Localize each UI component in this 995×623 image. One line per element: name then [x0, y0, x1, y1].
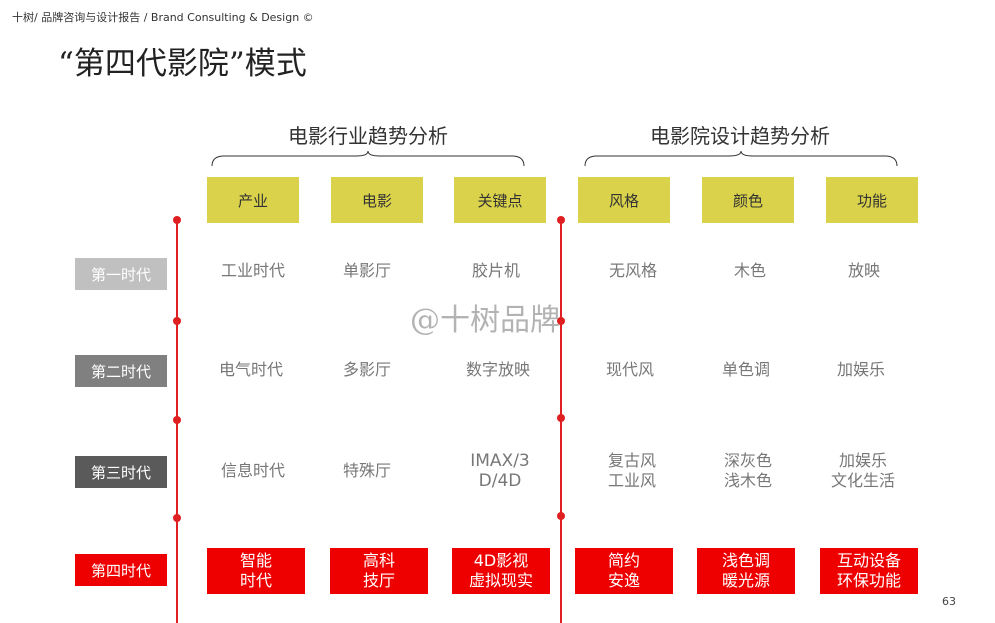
- timeline-dot: [173, 216, 181, 224]
- table-cell: 数字放映: [465, 360, 530, 379]
- group-title-industry: 电影行业趋势分析: [288, 124, 448, 148]
- column-header-function: 功能: [826, 177, 918, 223]
- column-header-style: 风格: [578, 177, 670, 223]
- brace-design: [584, 150, 898, 167]
- watermark: @十树品牌: [410, 303, 560, 338]
- table-cell: 木色: [733, 261, 766, 280]
- table-cell: 加娱乐 文化生活: [830, 451, 895, 490]
- table-cell: 电气时代: [218, 360, 283, 379]
- row-label-era-3: 第三时代: [75, 456, 167, 488]
- page-title: “第四代影院”模式: [58, 46, 307, 82]
- row-label-era-4: 第四时代: [75, 554, 167, 586]
- table-cell: 深灰色 浅木色: [723, 451, 772, 490]
- timeline-dot: [173, 514, 181, 522]
- table-cell-highlight: 高科 技厅: [330, 548, 428, 594]
- column-header-film: 电影: [331, 177, 423, 223]
- table-cell: 单影厅: [342, 261, 391, 280]
- table-cell: 放映: [847, 261, 880, 280]
- table-cell: 无风格: [608, 261, 657, 280]
- table-cell: IMAX/3 D/4D: [470, 451, 530, 491]
- table-cell-highlight: 4D影视 虚拟现实: [452, 548, 550, 594]
- table-cell: 复古风 工业风: [607, 451, 656, 490]
- brace-industry: [211, 150, 525, 167]
- breadcrumb: 十树/ 品牌咨询与设计报告 / Brand Consulting & Desig…: [12, 11, 314, 24]
- row-label-era-2: 第二时代: [75, 355, 167, 387]
- table-cell: 单色调: [721, 360, 770, 379]
- column-header-color: 颜色: [702, 177, 794, 223]
- timeline-dot: [173, 416, 181, 424]
- table-cell-highlight: 智能 时代: [207, 548, 305, 594]
- table-cell: 多影厅: [342, 360, 391, 379]
- timeline-dot: [173, 317, 181, 325]
- table-cell: 加娱乐: [836, 360, 885, 379]
- column-header-key-point: 关键点: [454, 177, 546, 223]
- table-cell: 胶片机: [471, 261, 520, 280]
- table-cell: 现代风: [605, 360, 654, 379]
- row-label-era-1: 第一时代: [75, 258, 167, 290]
- table-cell: 工业时代: [220, 261, 285, 280]
- timeline-dot: [557, 317, 565, 325]
- page-number: 63: [942, 595, 956, 608]
- table-cell-highlight: 简约 安逸: [575, 548, 673, 594]
- table-cell: 特殊厅: [342, 461, 391, 480]
- timeline-dot: [557, 414, 565, 422]
- table-cell-highlight: 浅色调 暖光源: [697, 548, 795, 594]
- group-title-design: 电影院设计趋势分析: [650, 124, 830, 148]
- column-header-industry: 产业: [207, 177, 299, 223]
- table-cell: 信息时代: [220, 461, 285, 480]
- table-cell-highlight: 互动设备 环保功能: [820, 548, 918, 594]
- timeline-dot: [557, 216, 565, 224]
- timeline-dot: [557, 512, 565, 520]
